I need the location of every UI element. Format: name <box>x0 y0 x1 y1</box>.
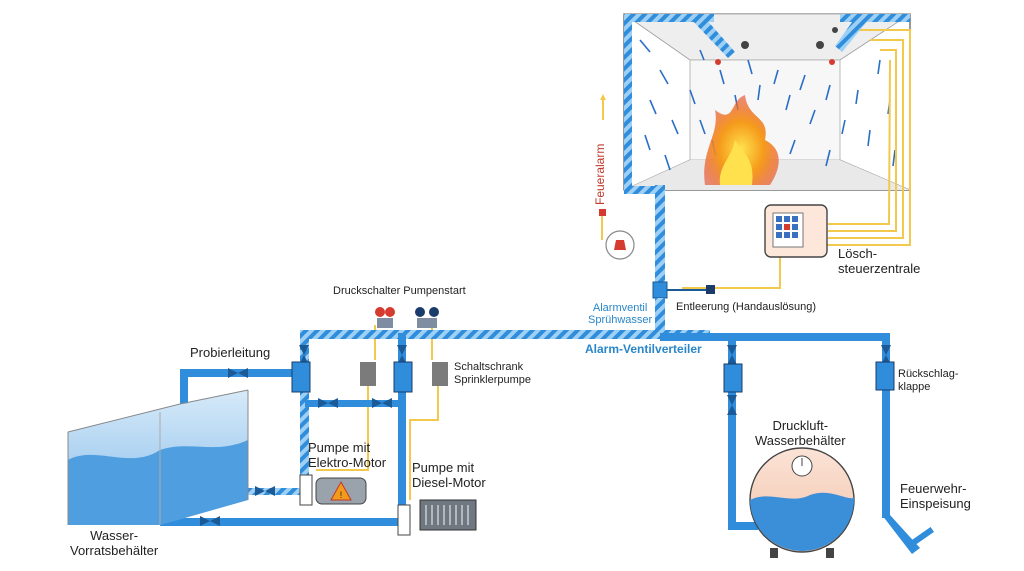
alarm-valve-label-line2: Sprühwasser <box>588 314 653 326</box>
fire-brigade-inlet <box>905 526 935 550</box>
water-tank-label-line1: Wasser- <box>90 528 139 543</box>
pressure-tank-label-line1: Druckluft- <box>772 418 829 433</box>
check-valve-label-line2: klappe <box>898 381 931 393</box>
control-center-label-line1: Lösch- <box>838 246 878 261</box>
fire-alarm-bell-icon <box>599 209 635 260</box>
control-cabinet-label: Schaltschrank Sprinklerpumpe <box>454 361 531 387</box>
signal-arrow-icon <box>600 94 606 100</box>
protected-room <box>622 13 912 191</box>
pressure-water-tank <box>749 447 855 558</box>
fire-brigade-inlet-label-line1: Feuerwehr- <box>900 481 967 496</box>
check-valve-icons <box>291 361 895 393</box>
diesel-pump-label: Pumpe mit Diesel-Motor <box>412 460 486 490</box>
pressure-switch-icons <box>375 307 439 328</box>
water-storage-tank <box>67 389 249 525</box>
check-valve-label: Rückschlag- klappe <box>898 368 959 394</box>
fire-brigade-inlet-label: Feuerwehr- Einspeisung <box>900 481 971 511</box>
diesel-pump-label-line2: Diesel-Motor <box>412 475 486 490</box>
electric-pump-label-line2: Elektro-Motor <box>308 455 387 470</box>
electric-pump-label-line1: Pumpe mit <box>308 440 371 455</box>
electric-pump: ! <box>299 474 367 506</box>
control-cabinet-label-line2: Sprinklerpumpe <box>454 374 532 386</box>
control-panel <box>764 204 828 258</box>
alarm-distributor-label: Alarm-Ventilverteiler <box>585 342 702 356</box>
control-cabinet-label-line1: Schaltschrank <box>454 361 524 373</box>
riser-pipe <box>624 14 910 330</box>
alarm-valve-label: Alarmventil Sprühwasser <box>588 302 652 326</box>
alarm-valve <box>652 281 715 299</box>
warning-icon: ! <box>340 490 343 500</box>
drain-label: Entleerung (Handauslösung) <box>676 301 817 313</box>
fire-brigade-inlet-label-line2: Einspeisung <box>900 496 971 511</box>
pressure-tank-label-line2: Wasserbehälter <box>755 433 846 448</box>
water-tank-label-line2: Vorratsbehälter <box>70 543 159 558</box>
alarm-valve-label-line1: Alarmventil <box>592 302 648 314</box>
electric-pump-label: Pumpe mit Elektro-Motor <box>308 440 386 470</box>
pressure-tank-label: Druckluft- Wasserbehälter <box>755 418 846 448</box>
control-center-label-line2: steuerzentrale <box>838 261 921 276</box>
control-center-label: Lösch- steuerzentrale <box>838 246 920 276</box>
fire-alarm-label: Feueralarm <box>593 143 607 205</box>
pressure-switch-label: Druckschalter Pumpenstart <box>333 285 466 297</box>
pump-control-cabinets <box>360 362 448 386</box>
water-tank-label: Wasser- Vorratsbehälter <box>70 528 158 558</box>
test-line-label: Probierleitung <box>190 345 271 360</box>
check-valve-label-line1: Rückschlag- <box>898 368 959 380</box>
diesel-pump-label-line1: Pumpe mit <box>412 460 475 475</box>
diesel-pump <box>397 499 477 536</box>
fire <box>704 95 779 185</box>
alarm-valve-distributor <box>300 298 710 500</box>
